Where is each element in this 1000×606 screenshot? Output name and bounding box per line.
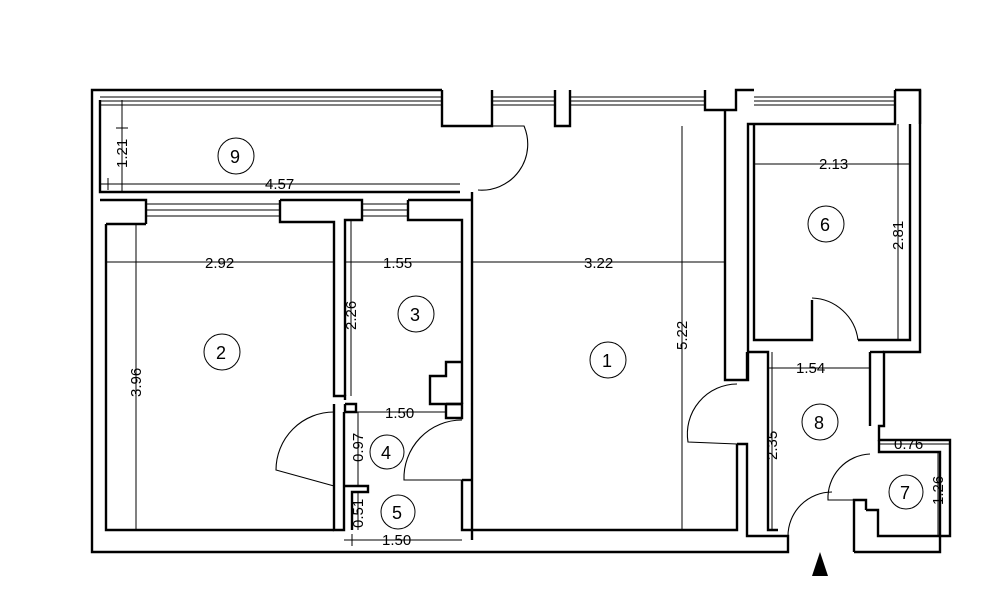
room-marker xyxy=(589,341,627,379)
dim-label: 1.50 xyxy=(382,532,411,549)
room-number: 4 xyxy=(381,443,391,463)
room-marker xyxy=(397,295,435,333)
dim-label: 0.97 xyxy=(350,433,367,462)
dim-label: 4.57 xyxy=(265,176,294,193)
doors xyxy=(275,125,871,537)
dim-label: 1.26 xyxy=(930,476,947,505)
room-number: 9 xyxy=(230,147,240,167)
dim-label: 5.22 xyxy=(674,321,691,350)
room-number: 5 xyxy=(392,503,402,523)
room-number: 7 xyxy=(900,483,910,503)
dim-label: 1.54 xyxy=(796,360,825,377)
room-number: 1 xyxy=(602,351,612,371)
dim-label: 1.55 xyxy=(383,255,412,272)
dimension-labels: 1.21 4.57 2.92 1.55 3.22 5.22 2.13 2.81 … xyxy=(114,139,947,549)
room-marker xyxy=(203,333,241,371)
dim-label: 1.21 xyxy=(114,139,131,168)
dim-label: 2.92 xyxy=(205,255,234,272)
dimension-lines xyxy=(100,100,950,546)
room-number: 3 xyxy=(410,305,420,325)
entrance-arrow-icon xyxy=(812,552,828,576)
dim-label: 2.13 xyxy=(819,156,848,173)
dim-label: 3.96 xyxy=(128,368,145,397)
room-number: 6 xyxy=(820,215,830,235)
room-marker xyxy=(369,434,405,470)
dim-label: 2.81 xyxy=(890,221,907,250)
room-marker xyxy=(888,474,924,510)
dim-label: 0.51 xyxy=(350,499,367,528)
room-number: 8 xyxy=(814,413,824,433)
room-labels: 1 2 3 4 5 6 7 8 9 xyxy=(203,137,924,530)
dim-label: 1.50 xyxy=(385,405,414,422)
windows xyxy=(100,96,950,445)
room-marker xyxy=(807,205,845,243)
dim-label: 0.76 xyxy=(894,436,923,453)
inner-walls xyxy=(98,100,912,540)
dim-label: 2.26 xyxy=(343,301,360,330)
room-marker xyxy=(380,494,416,530)
dim-label: 3.22 xyxy=(584,255,613,272)
room-marker xyxy=(801,403,839,441)
room-marker xyxy=(217,137,255,175)
dim-label: 2.35 xyxy=(764,431,781,460)
room-number: 2 xyxy=(216,343,226,363)
